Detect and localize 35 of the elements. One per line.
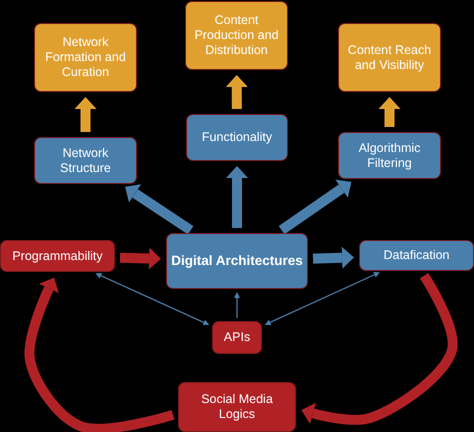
block-arrow: [226, 75, 248, 110]
driver-box: [178, 382, 296, 432]
arrow: [95, 273, 210, 326]
block-arrow: [226, 166, 248, 228]
node-label: Content Production and Distribution: [193, 13, 280, 58]
node-label: Digital Architectures: [171, 252, 303, 270]
node-label: Content Reach and Visibility: [346, 42, 432, 72]
mechanism-box: [186, 114, 288, 161]
outcome-box: [34, 23, 137, 92]
node-label: Social Media Logics: [200, 392, 274, 422]
block-arrow: [24, 278, 174, 432]
block-arrow: [125, 184, 194, 234]
node-label: Network Formation and Curation: [44, 35, 127, 80]
arrow: [234, 292, 240, 318]
block-arrow: [74, 97, 96, 132]
mechanism-box: [338, 132, 441, 179]
node-label: Network Structure: [59, 146, 112, 176]
mechanism-box: [359, 240, 474, 271]
arrow: [264, 272, 380, 326]
node-label: Functionality: [202, 130, 272, 145]
node-label: Algorithmic Filtering: [358, 140, 422, 170]
outcome-box: [185, 1, 288, 70]
node-label: Datafication: [383, 248, 450, 263]
block-arrow: [120, 248, 161, 270]
node-label: APIs: [224, 330, 250, 345]
driver-box: [212, 321, 262, 354]
central-box: [166, 233, 308, 289]
mechanism-box: [34, 137, 137, 184]
block-arrow: [378, 97, 400, 127]
block-arrow: [301, 273, 458, 425]
outcome-box: [338, 23, 441, 92]
block-arrow: [278, 180, 352, 234]
driver-box: [0, 240, 115, 272]
block-arrow: [312, 246, 354, 269]
node-label: Programmability: [12, 248, 103, 264]
